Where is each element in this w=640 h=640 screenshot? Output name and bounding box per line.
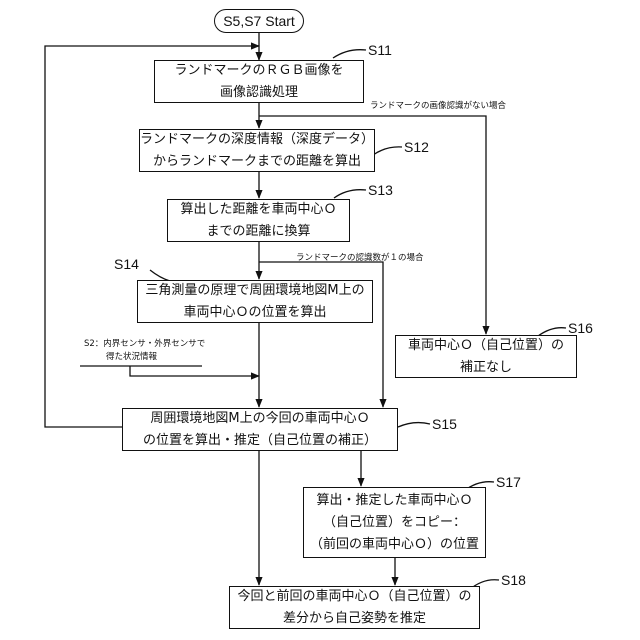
step-s11-line-2: 画像認識処理	[220, 82, 298, 104]
note-sensor-line-1: S2：内界センサ・外界センサで	[84, 338, 205, 351]
step-s16-label: S16	[568, 320, 593, 336]
step-s18-box: 今回と前回の車両中心Ｏ（自己位置）の 差分から自己姿勢を推定	[229, 586, 480, 629]
step-s16-line-2: 補正なし	[460, 357, 512, 379]
leader-s12	[373, 147, 402, 155]
step-s11-line-1: ランドマークのＲＧＢ画像を	[174, 60, 343, 82]
step-s17-label: S17	[496, 474, 521, 490]
step-s17-line-2: （自己位置）をコピー：	[323, 512, 466, 534]
arrow-sensor-s15	[130, 366, 259, 376]
start-label: S5,S7 Start	[223, 13, 295, 29]
step-s18-label: S18	[501, 572, 526, 588]
note-one-landmark: ランドマークの認識数が１の場合	[296, 252, 424, 265]
step-s13-line-2: までの距離に換算	[206, 221, 310, 243]
step-s15-box: 周囲環境地図M上の今回の車両中心Ｏ の位置を算出・推定（自己位置の補正）	[122, 408, 398, 451]
step-s12-label: S12	[404, 139, 429, 155]
step-s12-box: ランドマークの深度情報（深度データ） からランドマークまでの距離を算出	[139, 129, 375, 172]
start-node: S5,S7 Start	[214, 9, 304, 33]
note-sensor-info: S2：内界センサ・外界センサで 得た状況情報	[84, 338, 205, 364]
leader-s11	[333, 50, 366, 58]
step-s15-line-2: の位置を算出・推定（自己位置の補正）	[143, 430, 377, 452]
step-s14-line-2: 車両中心Ｏの位置を算出	[183, 302, 326, 324]
step-s14-box: 三角測量の原理で周囲環境地図M上の 車両中心Ｏの位置を算出	[137, 280, 373, 323]
step-s14-label: S14	[114, 256, 139, 272]
step-s18-line-1: 今回と前回の車両中心Ｏ（自己位置）の	[237, 586, 471, 608]
leader-s15	[398, 423, 430, 427]
note-sensor-line-2: 得た状況情報	[84, 351, 205, 364]
step-s17-line-1: 算出・推定した車両中心Ｏ	[316, 490, 472, 512]
step-s13-label: S13	[368, 182, 393, 198]
step-s17-box: 算出・推定した車両中心Ｏ （自己位置）をコピー： （前回の車両中心Ｏ）の位置	[303, 487, 486, 558]
note-no-landmark: ランドマークの画像認識がない場合	[370, 100, 506, 113]
step-s13-box: 算出した距離を車両中心Ｏ までの距離に換算	[167, 199, 350, 242]
step-s17-line-3: （前回の車両中心Ｏ）の位置	[310, 534, 479, 556]
step-s16-box: 車両中心Ｏ（自己位置）の 補正なし	[395, 335, 577, 378]
leader-s13	[334, 190, 366, 198]
step-s15-line-1: 周囲環境地図M上の今回の車両中心Ｏ	[150, 408, 369, 430]
step-s12-line-1: ランドマークの深度情報（深度データ）	[140, 129, 374, 151]
step-s18-line-2: 差分から自己姿勢を推定	[283, 608, 426, 630]
step-s12-line-2: からランドマークまでの距離を算出	[153, 151, 361, 173]
step-s15-label: S15	[432, 416, 457, 432]
step-s11-box: ランドマークのＲＧＢ画像を 画像認識処理	[154, 60, 364, 103]
step-s14-line-1: 三角測量の原理で周囲環境地図M上の	[145, 280, 364, 302]
step-s13-line-1: 算出した距離を車両中心Ｏ	[180, 199, 336, 221]
step-s11-label: S11	[368, 42, 392, 58]
step-s16-line-1: 車両中心Ｏ（自己位置）の	[408, 335, 564, 357]
